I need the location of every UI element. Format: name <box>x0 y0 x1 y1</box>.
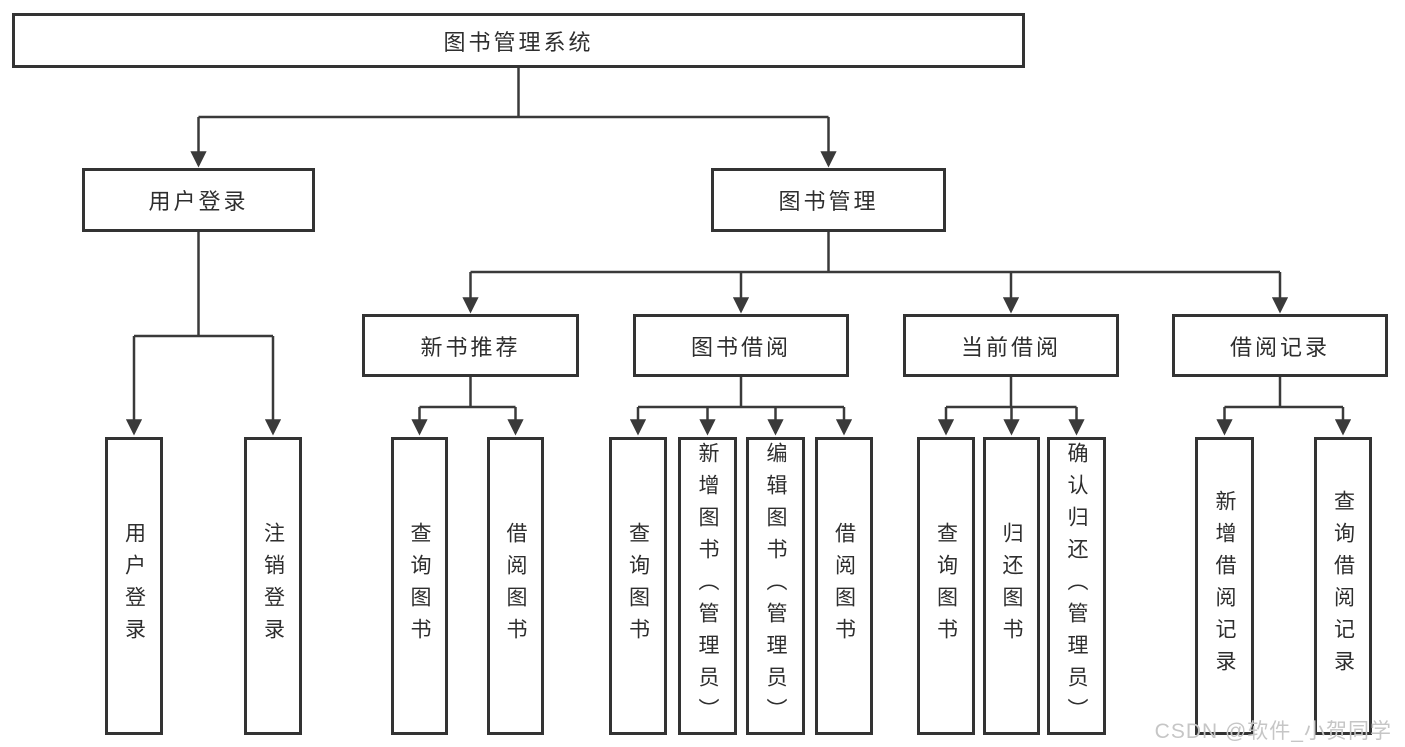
node-book-management-module: 图书管理 <box>711 168 946 232</box>
node-current-borrowing: 当前借阅 <box>903 314 1119 377</box>
node-query-borrow-record: 查询借阅记录 <box>1314 437 1372 735</box>
node-query-books-borrow: 查询图书 <box>609 437 667 735</box>
node-label: 确认归还（管理员） <box>1065 442 1088 730</box>
node-label: 用户登录 <box>122 522 146 650</box>
node-book-borrowing: 图书借阅 <box>633 314 849 377</box>
node-label: 编辑图书（管理员） <box>764 442 787 730</box>
node-borrow-books-recommend: 借阅图书 <box>487 437 544 735</box>
node-root-system: 图书管理系统 <box>12 13 1025 68</box>
node-label: 查询图书 <box>408 522 431 650</box>
node-add-borrow-record: 新增借阅记录 <box>1195 437 1254 735</box>
node-label: 查询借阅记录 <box>1331 490 1355 682</box>
node-label: 新增图书（管理员） <box>696 442 719 730</box>
node-logout: 注销登录 <box>244 437 302 735</box>
node-borrow-books: 借阅图书 <box>815 437 873 735</box>
node-label: 归还图书 <box>1000 522 1023 650</box>
node-return-books: 归还图书 <box>983 437 1040 735</box>
node-user-login: 用户登录 <box>105 437 163 735</box>
node-label: 注销登录 <box>261 522 285 650</box>
node-label: 查询图书 <box>626 522 650 650</box>
node-new-book-recommend: 新书推荐 <box>362 314 579 377</box>
node-user-login-module: 用户登录 <box>82 168 315 232</box>
node-borrowing-records: 借阅记录 <box>1172 314 1388 377</box>
node-label: 新增借阅记录 <box>1213 490 1236 682</box>
csdn-watermark: CSDN @软件_小贺同学 <box>1154 720 1392 743</box>
node-label: 借阅图书 <box>504 522 527 650</box>
node-label: 查询图书 <box>934 522 958 650</box>
connector-arrows <box>125 117 1352 436</box>
node-add-books-admin: 新增图书（管理员） <box>678 437 737 735</box>
node-query-books-current: 查询图书 <box>917 437 975 735</box>
node-label: 借阅图书 <box>832 522 856 650</box>
node-confirm-return-admin: 确认归还（管理员） <box>1047 437 1106 735</box>
node-edit-books-admin: 编辑图书（管理员） <box>746 437 805 735</box>
node-query-books-recommend: 查询图书 <box>391 437 448 735</box>
